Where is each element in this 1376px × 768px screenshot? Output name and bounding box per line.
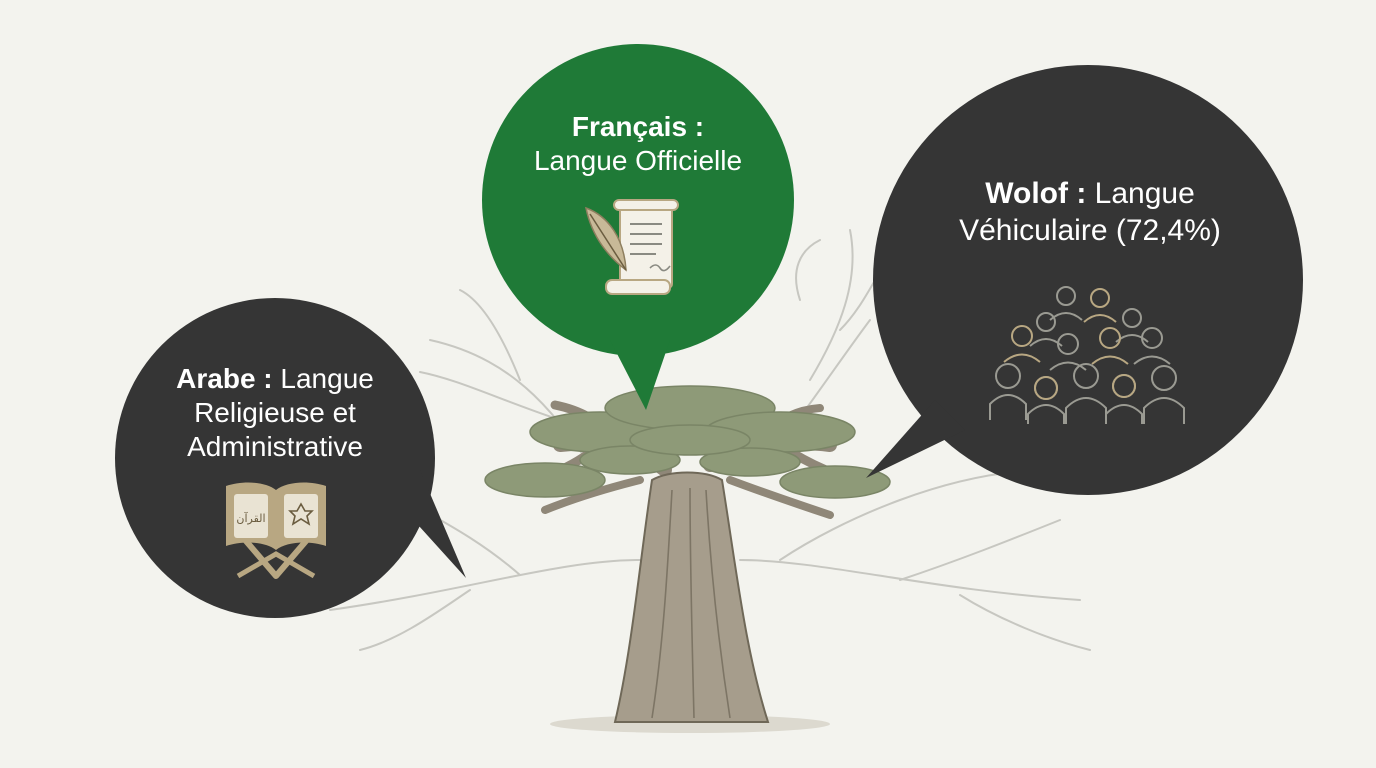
baobab-tree-icon	[484, 385, 891, 723]
quran-book-icon: القرآن	[225, 482, 327, 579]
french-label: Français : Langue Officielle	[498, 110, 778, 178]
arabic-name: Arabe :	[176, 363, 273, 394]
arabic-bubble	[115, 298, 466, 618]
arabic-label: Arabe : Langue Religieuse et Administrat…	[150, 362, 400, 464]
crowd-people-icon	[989, 286, 1185, 424]
scroll-quill-icon	[585, 199, 679, 295]
wolof-role-line1: Langue	[1094, 177, 1195, 210]
wolof-name: Wolof :	[985, 177, 1087, 210]
french-name: Français :	[571, 111, 705, 142]
wolof-label: Wolof : Langue Véhiculaire (72,4%)	[905, 176, 1275, 249]
arabic-role-line2: Religieuse et	[194, 397, 356, 429]
arabic-role-line3: Administrative	[187, 431, 363, 463]
book-script-text: القرآن	[236, 511, 265, 525]
wolof-bubble	[866, 65, 1303, 495]
wolof-role-line2: Véhiculaire (72,4%)	[959, 213, 1221, 247]
french-role: Langue Officielle	[533, 145, 743, 177]
arabic-role-line1: Langue	[280, 363, 374, 394]
